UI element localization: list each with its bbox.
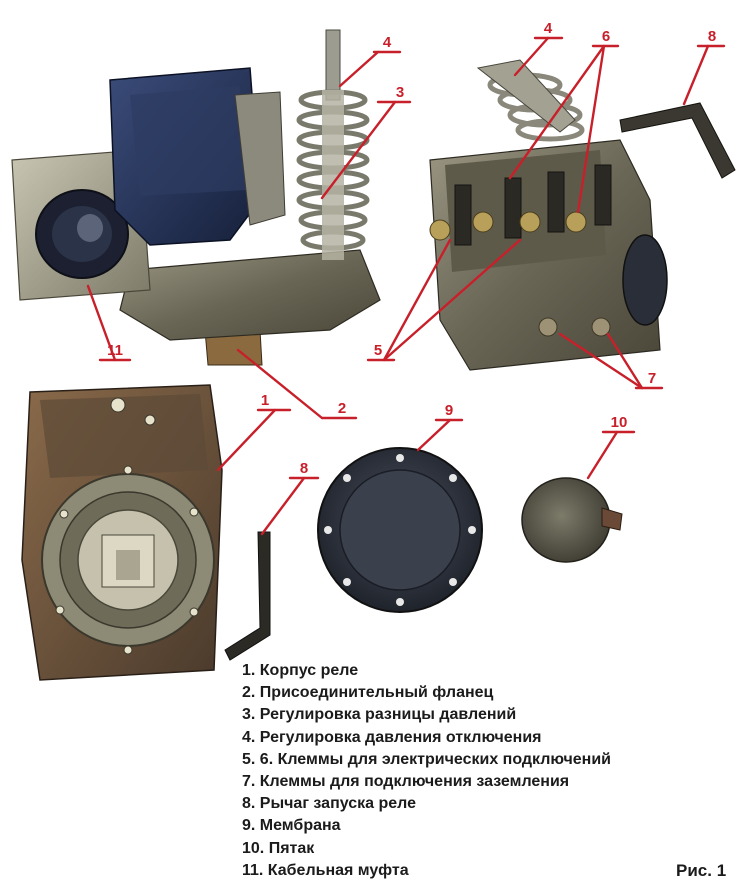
legend-item: 9. Мембрана bbox=[242, 817, 341, 835]
start-lever-bottom bbox=[224, 531, 271, 661]
base-plate bbox=[119, 249, 381, 341]
callout-1: 1 bbox=[261, 392, 269, 409]
callout-4-right: 4 bbox=[544, 20, 553, 37]
patak-photo bbox=[521, 477, 623, 563]
callout-7: 7 bbox=[648, 370, 656, 387]
legend-item: 10. Пятак bbox=[242, 839, 315, 857]
legend-item: 4. Регулировка давления отключения bbox=[242, 728, 542, 746]
callout-lines bbox=[86, 36, 726, 536]
legend-item: 11. Кабельная муфта bbox=[242, 861, 409, 879]
legend-item: 3. Регулировка разницы давлений bbox=[242, 706, 517, 724]
terminal-screws bbox=[429, 211, 587, 241]
callout-10: 10 bbox=[611, 414, 628, 431]
callout-numbers: 1 2 3 4 4 5 6 7 8 8 9 10 11 bbox=[107, 20, 716, 477]
callout-11: 11 bbox=[107, 342, 123, 359]
callout-4-left: 4 bbox=[383, 34, 392, 51]
assembled-relay-photo bbox=[11, 29, 381, 366]
relay-base-photo bbox=[21, 384, 271, 681]
terminal-view-photo bbox=[429, 59, 736, 371]
legend-item: 7. Клеммы для подключения заземления bbox=[242, 773, 570, 791]
figure-caption: Рис. 1 bbox=[676, 861, 727, 880]
callout-8-top: 8 bbox=[708, 28, 716, 45]
parts-legend: 1. Корпус реле 2. Присоединительный флан… bbox=[242, 660, 712, 882]
callout-9: 9 bbox=[445, 402, 453, 419]
ground-screws bbox=[538, 317, 611, 337]
legend-item: 5. 6. Клеммы для электрических подключен… bbox=[242, 750, 611, 768]
legend-item: 8. Рычаг запуска реле bbox=[242, 795, 416, 813]
callout-8-bottom: 8 bbox=[300, 460, 308, 477]
callout-2: 2 bbox=[338, 400, 346, 417]
callout-3: 3 bbox=[396, 84, 404, 101]
callout-6: 6 bbox=[602, 28, 610, 45]
callout-5: 5 bbox=[374, 342, 382, 359]
legend-item: 1. Корпус реле bbox=[242, 662, 359, 679]
legend-item: 2. Присоединительный фланец bbox=[242, 684, 494, 702]
start-lever-top bbox=[619, 102, 736, 179]
membrane-photo bbox=[317, 447, 483, 613]
